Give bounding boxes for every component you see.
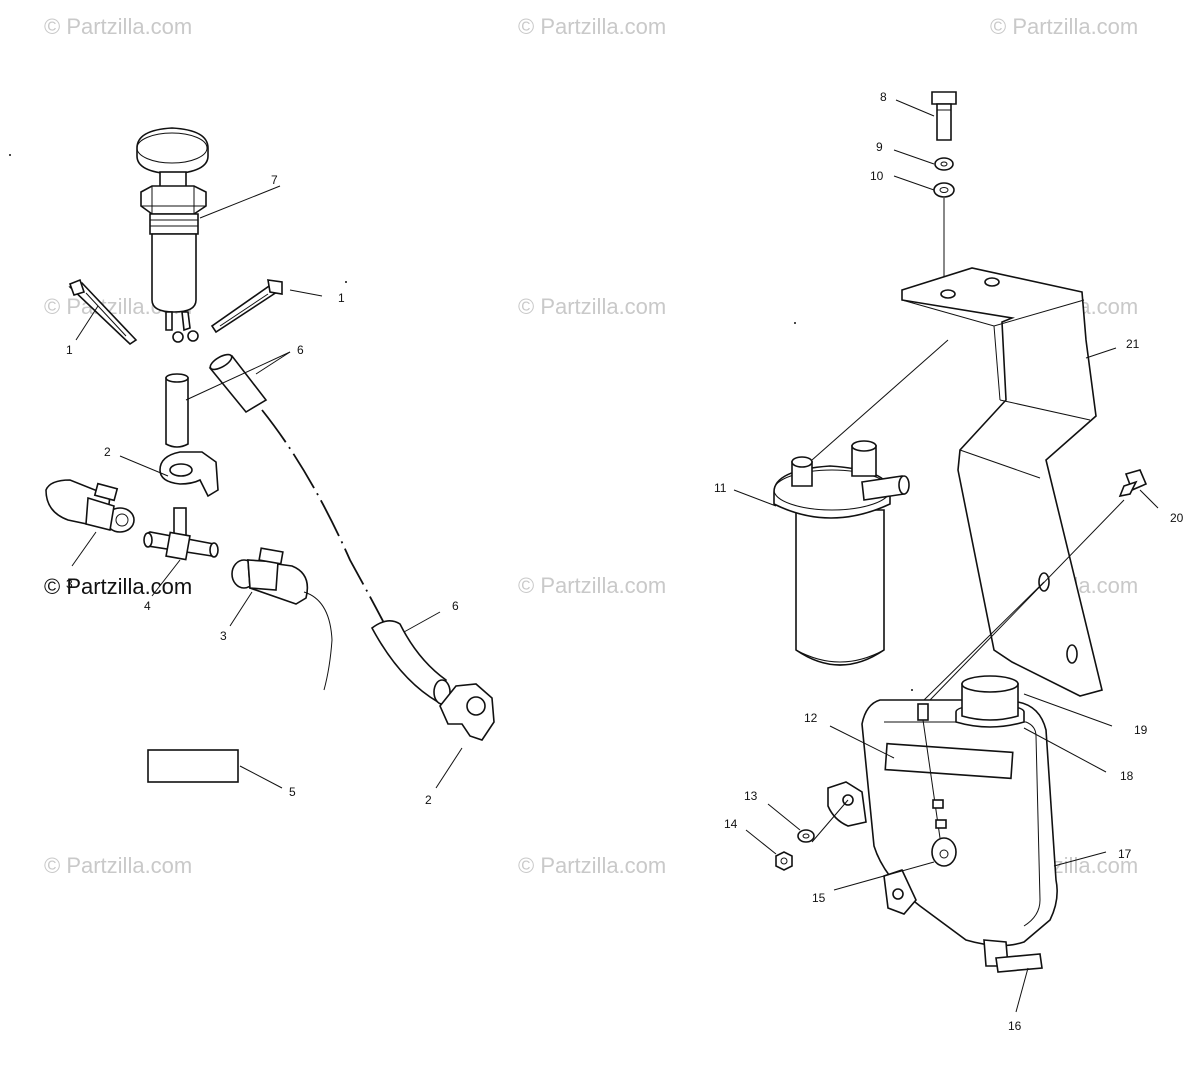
decal-label — [147, 749, 239, 783]
watermark: © Partzilla.com — [518, 294, 667, 319]
watermark: © Partzilla.com — [518, 853, 667, 878]
lock-washer — [934, 157, 954, 171]
callout-17: 17 — [1118, 847, 1132, 861]
watermark: © Partzilla.com — [518, 14, 667, 39]
callout-3: 3 — [66, 577, 73, 591]
callout-16: 16 — [1008, 1019, 1022, 1033]
callout-6: 6 — [452, 599, 459, 613]
primer-pump — [136, 127, 209, 343]
oil-tank — [827, 699, 1058, 973]
tank-label — [884, 742, 1014, 780]
callout-4: 4 — [144, 599, 151, 613]
right-leader-lines — [733, 99, 1159, 1013]
callout-6: 6 — [297, 343, 304, 357]
tank-washer — [797, 829, 815, 843]
callout-13: 13 — [744, 789, 758, 803]
watermark: © Partzilla.com — [518, 573, 667, 598]
fuel-hose-angled — [208, 353, 268, 414]
fuel-filter — [773, 440, 910, 666]
level-sensor — [917, 703, 957, 867]
fuel-hose-short — [165, 373, 189, 448]
callout-2: 2 — [104, 445, 111, 459]
callout-1: 1 — [338, 291, 345, 305]
watermark: © Partzilla.com — [44, 14, 193, 39]
watermark: © Partzilla.com — [990, 14, 1139, 39]
callout-19: 19 — [1134, 723, 1148, 737]
callout-3: 3 — [220, 629, 227, 643]
callout-7: 7 — [271, 173, 278, 187]
hose-clamp-left — [45, 479, 135, 533]
scan-speck — [911, 689, 913, 691]
callout-18: 18 — [1120, 769, 1134, 783]
scan-speck — [794, 322, 796, 324]
callout-2: 2 — [425, 793, 432, 807]
callout-20: 20 — [1170, 511, 1184, 525]
watermark: © Partzilla.com — [44, 574, 193, 599]
callout-1: 1 — [66, 343, 73, 357]
hose-clip-lower — [439, 683, 495, 741]
callout-10: 10 — [870, 169, 884, 183]
callout-9: 9 — [876, 140, 883, 154]
cable-tie-right — [210, 279, 283, 334]
scan-speck — [345, 281, 347, 283]
hose-clip-upper — [159, 451, 219, 498]
bracket-bolt — [1118, 469, 1148, 498]
hose-clamp-right — [231, 547, 333, 691]
flange-nut — [775, 851, 793, 871]
bolt — [931, 91, 957, 141]
callout-14: 14 — [724, 817, 738, 831]
cable-tie-left — [68, 278, 138, 346]
scan-speck — [9, 154, 11, 156]
callout-21: 21 — [1126, 337, 1140, 351]
callout-15: 15 — [812, 891, 826, 905]
left-leader-lines — [71, 185, 463, 789]
tee-fitting — [143, 507, 219, 561]
callout-8: 8 — [880, 90, 887, 104]
watermark: © Partzilla.com — [44, 853, 193, 878]
callout-12: 12 — [804, 711, 818, 725]
flat-washer — [933, 182, 955, 198]
mounting-bracket — [901, 267, 1103, 697]
callout-5: 5 — [289, 785, 296, 799]
callout-11: 11 — [714, 481, 727, 495]
fuel-hose-bent — [370, 620, 451, 705]
fuel-line-dashed — [261, 409, 386, 626]
filler-cap — [961, 675, 1019, 721]
